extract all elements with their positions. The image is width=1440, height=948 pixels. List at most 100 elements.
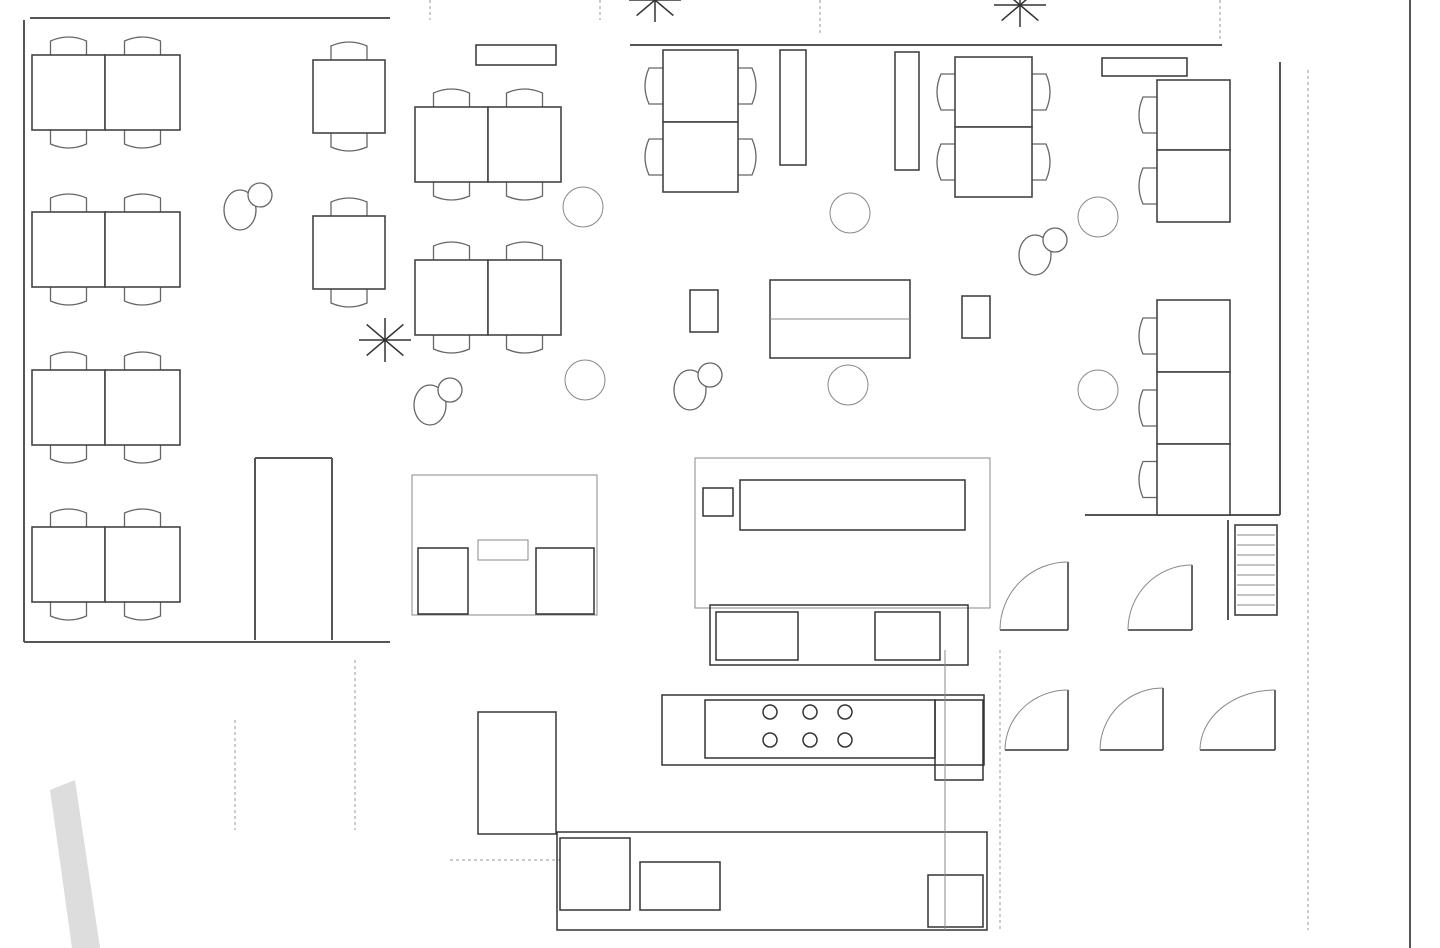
chair bbox=[1138, 167, 1157, 205]
door-swing bbox=[999, 561, 1069, 631]
column bbox=[562, 186, 604, 228]
chair bbox=[505, 241, 544, 260]
table-top bbox=[487, 106, 562, 183]
dining-table bbox=[31, 193, 106, 306]
chair bbox=[49, 351, 88, 370]
scan-smudge bbox=[50, 780, 100, 948]
table-top bbox=[31, 54, 106, 131]
burner bbox=[837, 732, 853, 748]
person bbox=[223, 189, 257, 231]
chair bbox=[505, 88, 544, 107]
chair bbox=[49, 602, 88, 621]
register bbox=[874, 611, 941, 661]
column bbox=[829, 192, 871, 234]
fryer bbox=[934, 699, 984, 781]
table-top bbox=[104, 526, 181, 603]
chair bbox=[49, 193, 88, 212]
stair bbox=[1234, 524, 1278, 616]
burner bbox=[802, 732, 818, 748]
chair bbox=[330, 133, 368, 152]
door bbox=[1004, 689, 1069, 751]
chair bbox=[1138, 317, 1157, 355]
burner bbox=[802, 704, 818, 720]
dining-table bbox=[31, 508, 106, 621]
waiter-icon bbox=[1018, 227, 1068, 276]
table-top bbox=[31, 211, 106, 288]
door-swing bbox=[1199, 689, 1276, 751]
dining-table bbox=[1138, 443, 1231, 516]
oven bbox=[417, 547, 469, 615]
chair bbox=[123, 445, 162, 464]
leaf bbox=[1001, 4, 1021, 22]
chair bbox=[123, 602, 162, 621]
dining-table bbox=[31, 36, 106, 149]
walk-in-cooler bbox=[477, 711, 557, 835]
chair bbox=[936, 143, 955, 181]
door bbox=[999, 561, 1069, 631]
chair bbox=[1138, 389, 1157, 427]
person bbox=[1018, 234, 1052, 276]
dining-table bbox=[487, 88, 562, 201]
leaf bbox=[1019, 0, 1028, 6]
bar-back-counter bbox=[739, 479, 966, 531]
dining-table bbox=[1138, 149, 1231, 223]
dining-table bbox=[1138, 79, 1231, 151]
tray bbox=[247, 182, 273, 208]
chair bbox=[432, 335, 471, 354]
column bbox=[564, 359, 606, 401]
chair bbox=[936, 73, 955, 111]
pizza-oven-area bbox=[411, 474, 598, 616]
table-top bbox=[104, 54, 181, 131]
chair bbox=[49, 130, 88, 149]
dining-table bbox=[487, 241, 562, 354]
table-top bbox=[954, 56, 1033, 128]
table-top bbox=[31, 526, 106, 603]
chair bbox=[330, 41, 368, 60]
table-top bbox=[487, 259, 562, 336]
chair bbox=[123, 287, 162, 306]
table-top bbox=[31, 369, 106, 446]
table-top bbox=[1156, 371, 1231, 445]
chair bbox=[123, 351, 162, 370]
chair bbox=[123, 193, 162, 212]
stool bbox=[961, 295, 991, 339]
radiator bbox=[1101, 57, 1188, 77]
dining-table bbox=[936, 56, 1051, 128]
dining-table bbox=[312, 41, 386, 152]
table-top bbox=[312, 215, 386, 290]
leaf bbox=[1012, 0, 1021, 6]
service-counter bbox=[709, 604, 969, 666]
chair bbox=[1032, 143, 1051, 181]
dining-table bbox=[104, 193, 181, 306]
chair bbox=[123, 508, 162, 527]
double-sink bbox=[639, 861, 721, 911]
column bbox=[1077, 196, 1119, 238]
plant-icon bbox=[629, 0, 681, 22]
plant-icon bbox=[359, 318, 411, 362]
dining-table bbox=[644, 121, 757, 193]
chair bbox=[123, 130, 162, 149]
table-top bbox=[104, 211, 181, 288]
waiter-icon bbox=[223, 182, 273, 231]
chair bbox=[738, 67, 757, 105]
dining-table bbox=[104, 351, 181, 464]
burner bbox=[762, 732, 778, 748]
bar-area bbox=[694, 457, 991, 609]
table-top bbox=[662, 121, 739, 193]
chair bbox=[505, 182, 544, 201]
chair bbox=[49, 445, 88, 464]
counter bbox=[477, 539, 529, 561]
cooking-line bbox=[661, 694, 985, 766]
chair bbox=[432, 88, 471, 107]
chair bbox=[432, 182, 471, 201]
leaf bbox=[1019, 4, 1039, 22]
burner bbox=[837, 704, 853, 720]
chair bbox=[330, 197, 368, 216]
door-swing bbox=[1004, 689, 1069, 751]
leaf bbox=[384, 339, 404, 357]
door-swing bbox=[1127, 564, 1193, 631]
chair bbox=[505, 335, 544, 354]
table-top bbox=[104, 369, 181, 446]
chair bbox=[49, 36, 88, 55]
burner bbox=[762, 704, 778, 720]
